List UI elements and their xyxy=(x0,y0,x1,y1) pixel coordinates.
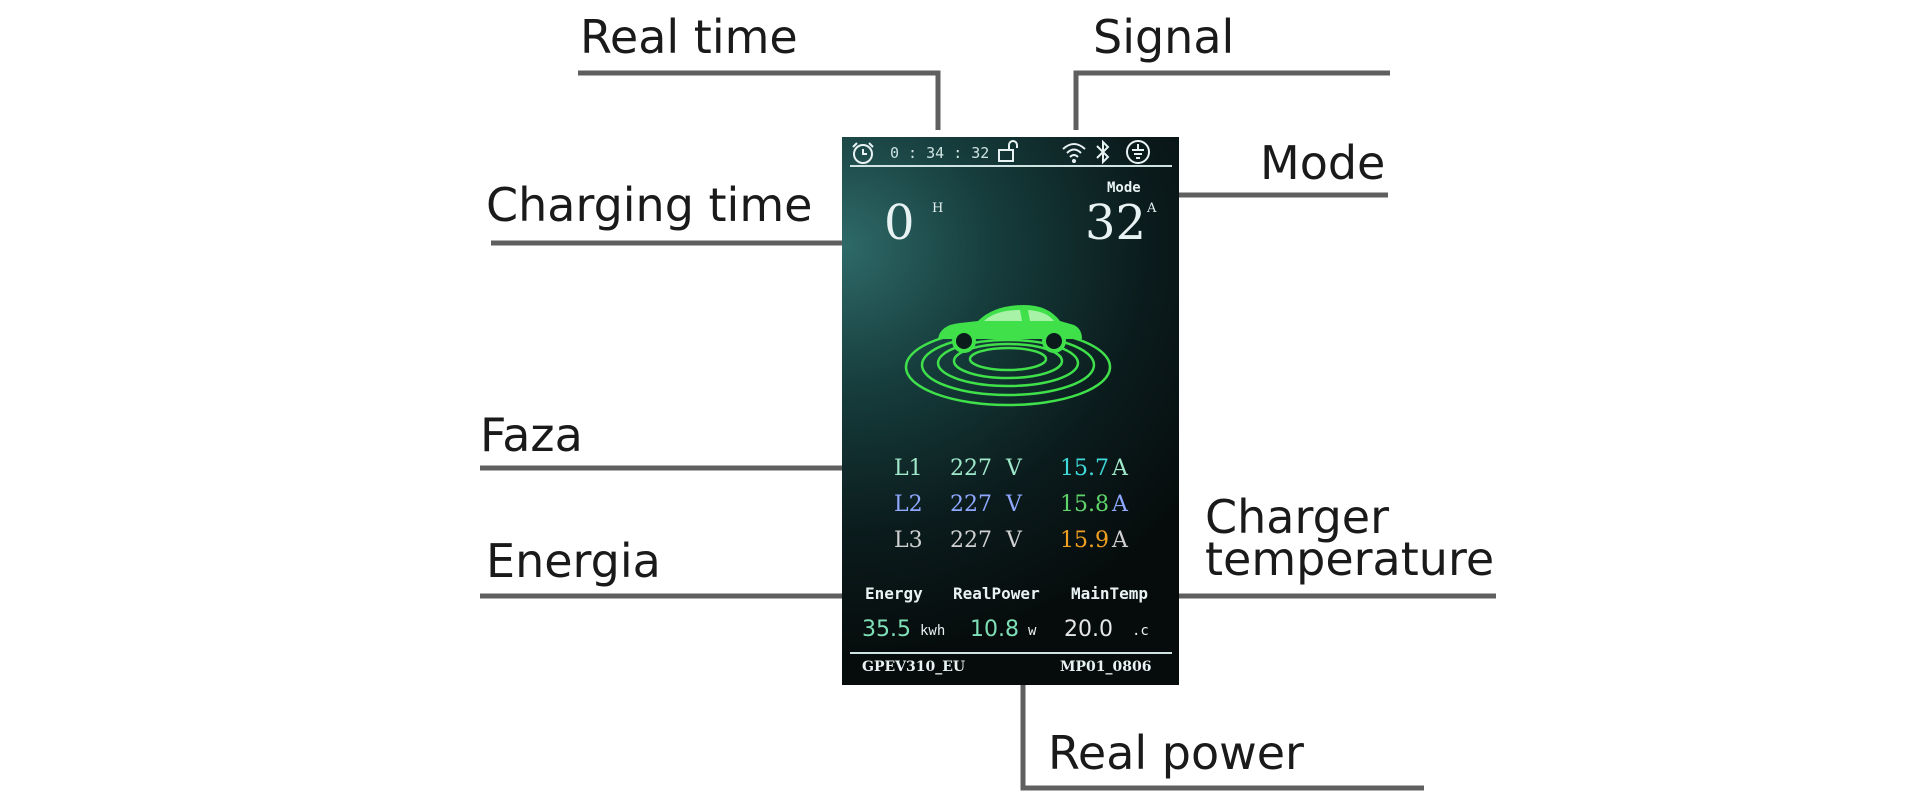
phase-voltage: 227 xyxy=(950,528,992,553)
signal-leader xyxy=(1073,70,1390,130)
phase-current-unit: A xyxy=(1112,528,1128,553)
unlock-icon xyxy=(996,140,1022,164)
callout-charger-temperature-line2: temperature xyxy=(1205,532,1495,586)
bluetooth-icon xyxy=(1094,139,1112,165)
phase-voltage-unit: V xyxy=(1006,528,1022,553)
real-time-leader xyxy=(578,70,941,130)
callout-mode: Mode xyxy=(1260,136,1386,190)
temp-value: 20.0 xyxy=(1064,617,1113,642)
charging-car-icon xyxy=(898,277,1118,417)
mode-label: Mode xyxy=(1107,180,1141,196)
callout-charging-time: Charging time xyxy=(486,178,813,232)
callout-energia: Energia xyxy=(486,534,661,588)
phase-current-unit: A xyxy=(1112,492,1128,517)
charging-time-unit: H xyxy=(932,201,944,216)
phase-current-unit: A xyxy=(1112,456,1128,481)
charging-time-value: 0 xyxy=(884,195,915,251)
firmware-version: MP01_0806 xyxy=(1060,659,1152,675)
status-clock-time: 0 : 34 : 32 xyxy=(890,144,990,162)
phase-voltage-unit: V xyxy=(1006,492,1022,517)
phase-name: L3 xyxy=(894,528,923,553)
charger-display: 0 : 34 : 32 0 H Mode 32 A xyxy=(842,137,1179,685)
status-bar-divider xyxy=(850,165,1172,167)
mode-current-unit: A xyxy=(1147,201,1157,216)
mode-current-value: 32 xyxy=(1085,195,1147,251)
phase-current: 15.8 xyxy=(1060,492,1109,517)
ground-icon xyxy=(1124,138,1152,166)
phase-current: 15.9 xyxy=(1060,528,1109,553)
power-value: 10.8 xyxy=(970,617,1019,642)
phase-current: 15.7 xyxy=(1060,456,1109,481)
callout-real-power: Real power xyxy=(1048,726,1304,780)
power-unit: w xyxy=(1028,623,1037,639)
phase-name: L2 xyxy=(894,492,923,517)
temp-unit: .c xyxy=(1132,623,1149,639)
maintemp-label: MainTemp xyxy=(1071,584,1149,603)
energy-unit: kwh xyxy=(920,623,946,639)
callout-charger-temperature-line1: Charger xyxy=(1205,490,1389,544)
phase-voltage-unit: V xyxy=(1006,456,1022,481)
phase-voltage: 227 xyxy=(950,456,992,481)
wifi-icon xyxy=(1060,139,1088,165)
callout-faza: Faza xyxy=(480,408,583,462)
phase-voltage: 227 xyxy=(950,492,992,517)
callout-real-time: Real time xyxy=(580,10,798,64)
callout-signal: Signal xyxy=(1093,10,1235,64)
model-name: GPEV310_EU xyxy=(862,659,966,675)
alarm-clock-icon xyxy=(850,141,876,165)
energy-label: Energy xyxy=(865,584,923,603)
footer-divider xyxy=(850,652,1172,654)
energy-value: 35.5 xyxy=(862,617,911,642)
realpower-label: RealPower xyxy=(953,584,1040,603)
phase-name: L1 xyxy=(894,456,923,481)
